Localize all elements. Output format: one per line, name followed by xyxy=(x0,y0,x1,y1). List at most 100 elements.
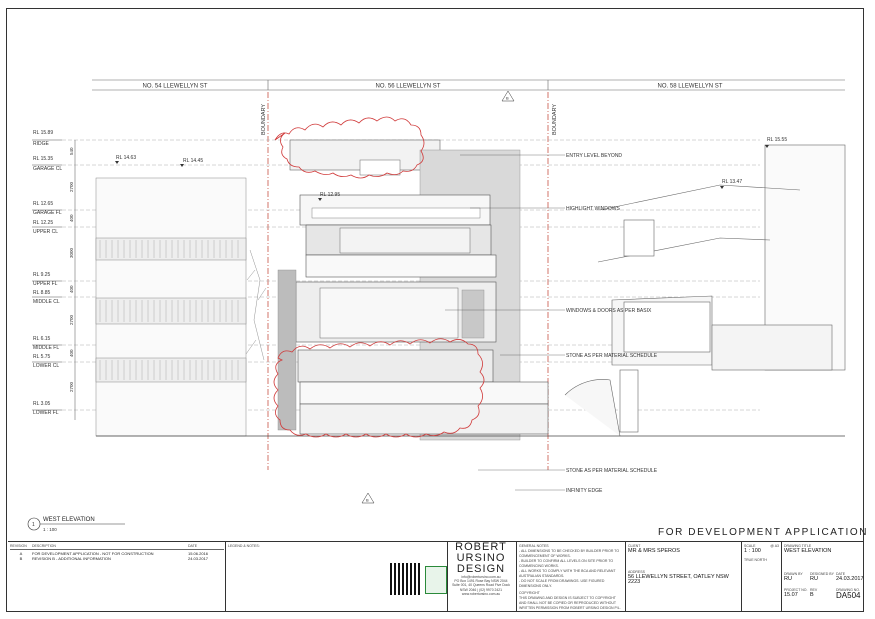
annotation-stone-upper: STONE AS PER MATERIAL SCHEDULE xyxy=(566,353,658,359)
drawn-by-label: DRAWN BY xyxy=(784,572,803,576)
brand-contact: PO Box 1491 Rose Bay NSW 2044 xyxy=(454,579,508,584)
revision-cloud-upper xyxy=(274,116,425,179)
drawing-title-value: WEST ELEVATION xyxy=(784,548,832,554)
neighbour-label-56: NO. 56 LLEWELLYN ST xyxy=(376,84,441,90)
legend-title: LEGEND & NOTES: xyxy=(228,544,260,548)
general-note: - DO NOT SCALE FROM DRAWINGS. USE FIGURE… xyxy=(519,579,605,588)
client-block: CLIENT MR & MRS SPEROS ADDRESS 56 LLEWEL… xyxy=(626,542,742,612)
annotation-infinity-edge: INFINITY EDGE xyxy=(566,488,603,494)
brand-line-1: ROBERT xyxy=(455,541,507,553)
annotation-windows-doors: WINDOWS & DOORS AS PER BASIX xyxy=(566,308,652,314)
drawing-no-value: DA504 xyxy=(836,591,861,600)
level-rl-lower-cl: RL 5.75 xyxy=(33,354,51,360)
project-no-value: 15.07 xyxy=(784,592,798,598)
dimension-7: 2700 xyxy=(69,381,74,392)
date-label: DATE xyxy=(836,572,846,576)
rev-cell: REV B xyxy=(810,588,836,598)
neighbour-building-54 xyxy=(95,177,247,437)
designed-by-label: DESIGNED BY xyxy=(810,572,834,576)
drawn-by-cell: DRAWN BY RU xyxy=(784,572,810,582)
drawing-no-label: DRAWING NO. xyxy=(836,588,860,592)
boundary-label-right: BOUNDARY xyxy=(552,104,558,135)
desc-cell: FOR DEVELOPMENT APPLICATION - NOT FOR CO… xyxy=(32,551,154,556)
dimension-2: 400 xyxy=(69,214,74,222)
elevation-tag-number: 1 xyxy=(32,522,35,528)
desc-col-header: DESCRIPTION xyxy=(32,544,56,548)
level-rl-lower-fl: RL 3.05 xyxy=(33,401,51,407)
revision-header-row: REVISION DESCRIPTION DATE xyxy=(10,544,224,550)
drawing-info: DRAWING TITLE WEST ELEVATION DRAWN BY RU… xyxy=(782,542,863,612)
level-markers xyxy=(32,139,62,411)
spot-level-0: RL 14.63 xyxy=(116,155,136,161)
project-no-cell: PROJECT NO. 15.07 xyxy=(784,588,810,598)
dimension-5: 2700 xyxy=(69,314,74,325)
title-block: REVISION DESCRIPTION DATE A FOR DEVELOPM… xyxy=(8,541,863,612)
level-name-middle-cl: MIDDLE CL xyxy=(33,299,60,305)
dimension-1: 2700 xyxy=(69,181,74,192)
level-rl-middle-fl: RL 6.15 xyxy=(33,336,51,342)
annotation-stone-lower: STONE AS PER MATERIAL SCHEDULE xyxy=(566,468,658,474)
dimension-0: 540 xyxy=(69,147,74,155)
sheet-size: @ A3 xyxy=(770,544,779,548)
vegetation xyxy=(245,249,267,361)
table-row: B REVISION B - ADDITIONAL INFORMATION 24… xyxy=(10,556,224,561)
client-value: MR & MRS SPEROS xyxy=(628,548,680,554)
level-name-ridge: RIDGE xyxy=(33,141,50,147)
neighbour-label-58: NO. 58 LLEWELLYN ST xyxy=(658,84,723,90)
address-label: ADDRESS xyxy=(628,570,645,574)
rev-cell: A xyxy=(19,551,23,556)
rev-label: REV xyxy=(810,588,818,592)
level-name-middle-fl: MIDDLE FL xyxy=(33,345,59,351)
rev-col-header: REVISION xyxy=(10,544,27,548)
level-name-upper-fl: UPPER FL xyxy=(33,281,58,287)
date-cell: DATE 24.03.2017 xyxy=(836,572,863,582)
spot-level-2: RL 12.95 xyxy=(320,192,340,198)
general-note: - ALL DIMENSIONS TO BE CHECKED BY BUILDE… xyxy=(519,549,620,558)
annotation-highlight-windows: HIGHLIGHT WINDOWS xyxy=(566,206,620,212)
neighbour-building-58 xyxy=(564,144,846,437)
designed-by-value: RU xyxy=(810,576,818,582)
address-value: 56 LLEWELLYN STREET, OATLEY NSW 2223 xyxy=(628,574,729,585)
drawn-by-value: RU xyxy=(784,576,792,582)
revision-tag-upper: B xyxy=(506,96,509,101)
spot-level-markers xyxy=(115,145,769,201)
general-notes: GENERAL NOTES - ALL DIMENSIONS TO BE CHE… xyxy=(516,542,626,612)
dimension-6: 400 xyxy=(69,349,74,357)
date-cell: 24.03.2017 xyxy=(188,556,209,561)
scale-label: SCALE xyxy=(744,544,756,548)
level-rl-upper-cl: RL 12.25 xyxy=(33,220,53,226)
neighbour-banner xyxy=(92,79,845,91)
copyright-text: THIS DRAWING AND DESIGN IS SUBJECT TO CO… xyxy=(519,596,621,610)
revision-triangle-icon xyxy=(361,90,515,504)
watermark-for-development: FOR DEVELOPMENT APPLICATION xyxy=(658,527,869,538)
subject-building xyxy=(277,139,549,441)
neighbour-54-balustrades xyxy=(99,240,239,380)
brand-logo: ROBERT URSINO DESIGN info@robertursino.c… xyxy=(452,542,510,596)
brand-contact: www.robertursino.com.au xyxy=(461,591,501,596)
level-rl-garage-cl: RL 15.35 xyxy=(33,156,53,162)
scale-block: SCALE 1 : 100 @ A3 TRUE NORTH xyxy=(742,542,782,612)
brand-contact: info@robertursino.com.au xyxy=(461,575,501,579)
desc-cell: REVISION B - ADDITIONAL INFORMATION xyxy=(32,556,111,561)
revision-tag-lower: B xyxy=(366,498,369,503)
level-rl-middle-cl: RL 8.85 xyxy=(33,290,51,296)
level-name-upper-cl: UPPER CL xyxy=(33,229,58,235)
true-north-label: TRUE NORTH xyxy=(744,558,767,562)
qr-code-icon xyxy=(390,563,422,595)
designed-by-cell: DESIGNED BY RU xyxy=(810,572,836,582)
brand-contact: NSW 2046 | (02) 9970 2421 xyxy=(459,587,503,592)
level-rl-ridge: RL 15.89 xyxy=(33,130,53,136)
brand-line-2: URSINO xyxy=(456,552,506,564)
level-name-lower-fl: LOWER FL xyxy=(33,410,59,416)
date-col-header: DATE xyxy=(188,544,198,548)
dimension-3: 3000 xyxy=(69,247,74,258)
revision-table: REVISION DESCRIPTION DATE A FOR DEVELOPM… xyxy=(8,542,226,612)
client-label: CLIENT xyxy=(628,544,641,548)
general-note: - ALL WORKS TO COMPLY WITH THE BCA AND R… xyxy=(519,569,616,578)
brand-contact: Suite 001, 40 Queens Road Five Dock xyxy=(452,583,510,588)
drawing-title-cell: DRAWING TITLE WEST ELEVATION xyxy=(784,544,831,554)
table-row: A FOR DEVELOPMENT APPLICATION - NOT FOR … xyxy=(10,551,224,556)
spot-level-3: RL 15.55 xyxy=(767,137,787,143)
general-notes-title: GENERAL NOTES xyxy=(519,544,549,548)
revision-cloud-lower xyxy=(273,338,485,438)
